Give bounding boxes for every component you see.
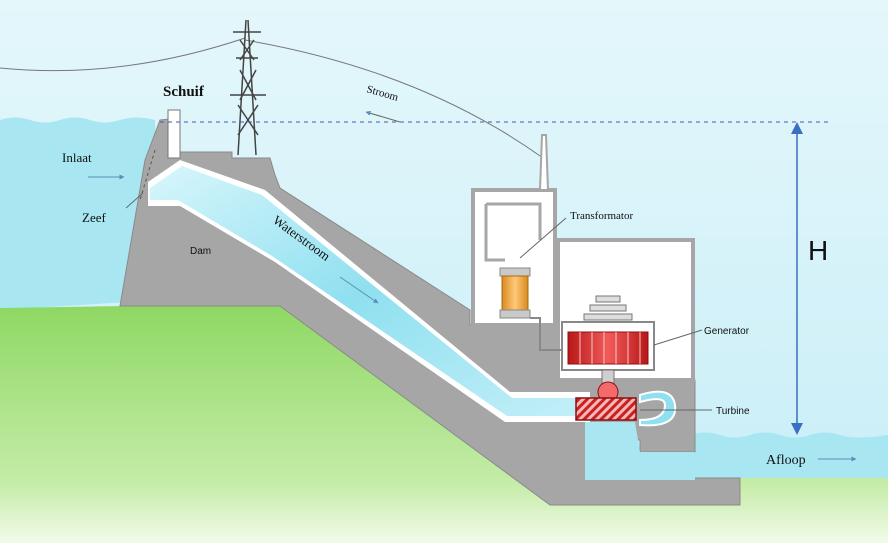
label-afloop: Afloop bbox=[766, 453, 806, 468]
label-inlaat: Inlaat bbox=[62, 150, 92, 165]
generator-poles bbox=[579, 332, 641, 364]
label-dam: Dam bbox=[190, 246, 211, 257]
flow-arrow bbox=[339, 276, 379, 304]
label-head-h: H bbox=[808, 235, 828, 266]
head-arrow-down bbox=[791, 423, 803, 435]
power-line-left bbox=[0, 37, 246, 72]
label-generator: Generator bbox=[704, 326, 750, 337]
draft-tube-water bbox=[639, 390, 677, 427]
transformer-bus bbox=[484, 202, 542, 262]
generator-cap bbox=[583, 295, 633, 321]
intake-gate bbox=[167, 109, 181, 159]
tailwater bbox=[690, 432, 888, 480]
penstock-water bbox=[150, 166, 585, 416]
transformer bbox=[499, 267, 531, 319]
reservoir-water bbox=[0, 117, 160, 310]
transformer-stack bbox=[538, 134, 550, 191]
label-schuif: Schuif bbox=[163, 84, 205, 100]
screen-zeef bbox=[139, 149, 156, 201]
label-turbine: Turbine bbox=[716, 406, 750, 417]
power-line-right bbox=[244, 39, 544, 159]
pylon-tower bbox=[230, 19, 266, 156]
outflow-water bbox=[585, 422, 695, 480]
label-transformator: Transformator bbox=[570, 210, 633, 222]
generator-leader bbox=[653, 329, 703, 346]
zeef-leader bbox=[125, 192, 144, 209]
transformer-leader bbox=[519, 217, 567, 259]
head-arrow-up bbox=[791, 122, 803, 134]
turbine bbox=[575, 397, 637, 421]
current-arrow bbox=[365, 110, 401, 123]
generator bbox=[567, 331, 649, 365]
generator-cable bbox=[530, 317, 565, 351]
label-zeef: Zeef bbox=[82, 210, 106, 225]
